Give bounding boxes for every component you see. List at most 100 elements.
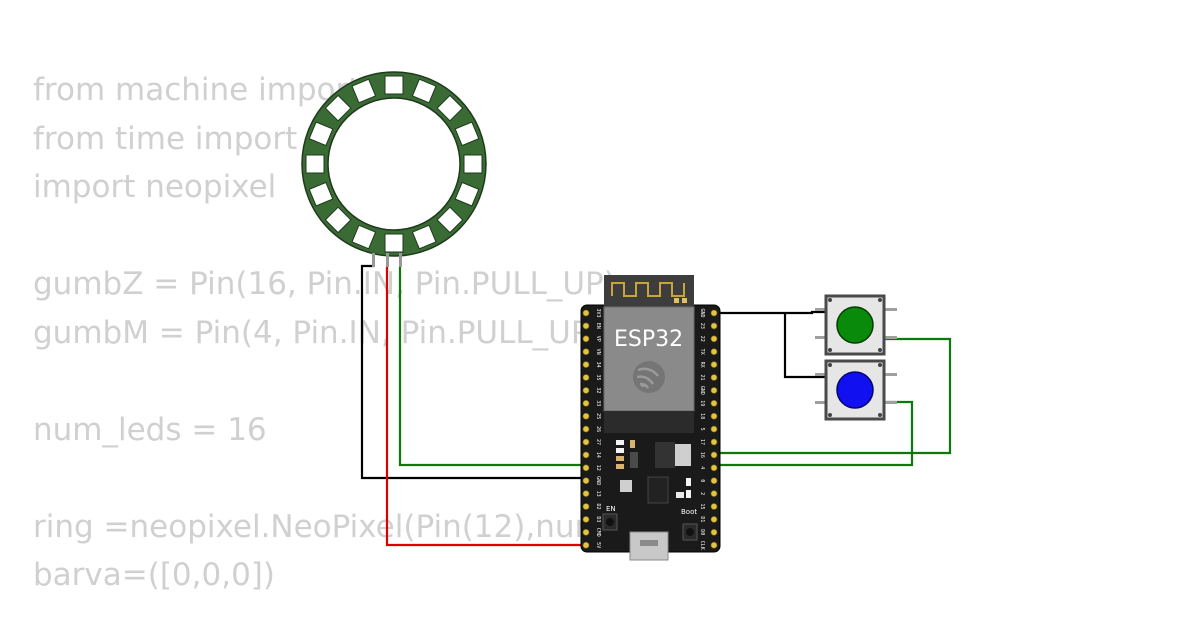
- ring-led: [324, 206, 352, 234]
- wire-ring-5v: [385, 266, 585, 547]
- pin-label: D0: [699, 529, 705, 535]
- wire-ring-din: [398, 266, 585, 467]
- pin-label: 22: [699, 336, 705, 342]
- pin-label: 15: [699, 503, 705, 509]
- pin-label: 5V: [595, 542, 601, 548]
- code-line: import neopixel: [33, 169, 277, 205]
- ring-led: [454, 181, 480, 207]
- wire-gnd-buttons: [714, 310, 828, 315]
- pin-label: VP: [595, 336, 601, 342]
- pin-label: D3: [595, 516, 601, 522]
- pin-label: 32: [595, 387, 601, 393]
- neopixel-ring[interactable]: [301, 71, 487, 267]
- header-pin[interactable]: [710, 451, 718, 459]
- header-pin[interactable]: [582, 387, 590, 394]
- header-pin[interactable]: [710, 438, 718, 446]
- usb-port[interactable]: [629, 531, 669, 561]
- header-pin[interactable]: [710, 464, 718, 472]
- boot-button[interactable]: [682, 523, 698, 541]
- ring-led: [411, 78, 437, 104]
- header-pin[interactable]: [710, 322, 718, 330]
- ring-led: [308, 121, 334, 147]
- ring-led: [324, 94, 352, 122]
- ring-led: [351, 78, 377, 104]
- header-pin[interactable]: [710, 309, 718, 317]
- button-cap-green[interactable]: [836, 306, 874, 344]
- en-label: EN: [606, 505, 616, 513]
- pin-label: D2: [595, 503, 601, 509]
- antenna-trace: [611, 282, 685, 297]
- header-pin[interactable]: [582, 541, 590, 549]
- header-pin[interactable]: [582, 464, 590, 472]
- pin-label: 26: [595, 426, 601, 432]
- header-pin[interactable]: [710, 425, 718, 433]
- ring-led: [454, 121, 480, 147]
- header-pin[interactable]: [710, 412, 718, 420]
- left-pin-header: 3V3ENVPVN343532332526271412GND13D2D3CMD5…: [582, 308, 601, 549]
- pin-label: 5: [699, 428, 705, 431]
- ring-led: [305, 154, 325, 174]
- header-pin[interactable]: [582, 399, 590, 407]
- header-pin[interactable]: [582, 528, 590, 536]
- wire-pin4-button-blue: [714, 400, 914, 467]
- header-pin[interactable]: [582, 348, 590, 356]
- header-pin[interactable]: [582, 425, 590, 433]
- header-pin[interactable]: [710, 387, 718, 394]
- header-pin[interactable]: [710, 516, 718, 523]
- header-pin[interactable]: [710, 361, 718, 368]
- header-pin[interactable]: [582, 361, 590, 368]
- header-pin[interactable]: [710, 541, 718, 549]
- pin-label: 33: [595, 400, 601, 406]
- board-components: [616, 440, 691, 504]
- header-pin[interactable]: [710, 490, 718, 497]
- en-button[interactable]: [602, 513, 618, 531]
- pin-label: 16: [699, 452, 705, 458]
- pin-label: 4: [699, 466, 705, 469]
- pin-label: RX: [699, 362, 705, 368]
- header-pin[interactable]: [710, 348, 718, 356]
- code-line: ring =neopixel.NeoPixel(Pin(12),num: [33, 508, 605, 545]
- pin-label: GND: [595, 476, 601, 485]
- pin-label: TX: [699, 349, 705, 355]
- pin-label: 2: [699, 492, 705, 495]
- header-pin[interactable]: [582, 477, 590, 485]
- header-pin[interactable]: [710, 477, 718, 485]
- header-pin[interactable]: [582, 438, 590, 446]
- wire-pin16-button-green: [714, 337, 952, 455]
- ring-inner-hole: [327, 97, 461, 231]
- header-pin[interactable]: [582, 412, 590, 420]
- ring-led: [384, 75, 404, 95]
- pin-label: EN: [595, 323, 601, 329]
- header-pin[interactable]: [710, 374, 718, 381]
- header-pin[interactable]: [582, 335, 590, 343]
- pin-label: 14: [595, 452, 601, 458]
- pin-label: VN: [595, 349, 601, 355]
- button-cap-blue[interactable]: [836, 371, 874, 409]
- header-pin[interactable]: [710, 335, 718, 343]
- header-pin[interactable]: [582, 451, 590, 459]
- header-pin[interactable]: [710, 503, 718, 510]
- pin-label: 3V3: [595, 308, 601, 317]
- wire-ring-gnd: [360, 264, 585, 480]
- esp32-devkit[interactable]: ESP32 EN: [580, 275, 721, 561]
- ring-led: [436, 94, 464, 122]
- header-pin[interactable]: [582, 374, 590, 381]
- push-button-blue[interactable]: [815, 359, 897, 421]
- button-body: [824, 359, 886, 421]
- pin-label: 27: [595, 439, 601, 445]
- header-pin[interactable]: [582, 503, 590, 510]
- code-line: gumbM = Pin(4, Pin.IN, Pin.PULL_UP): [33, 314, 602, 351]
- pin-label: CMD: [595, 528, 601, 537]
- pin-label: 21: [699, 374, 705, 380]
- header-pin[interactable]: [582, 516, 590, 523]
- header-pin[interactable]: [582, 322, 590, 330]
- code-line: num_leds = 16: [33, 411, 267, 448]
- header-pin[interactable]: [710, 399, 718, 407]
- push-button-green[interactable]: [815, 294, 897, 356]
- code-line: gumbZ = Pin(16, Pin.IN, Pin.PULL_UP): [33, 266, 616, 302]
- header-pin[interactable]: [710, 528, 718, 536]
- header-pin[interactable]: [582, 490, 590, 497]
- header-pin[interactable]: [582, 309, 590, 317]
